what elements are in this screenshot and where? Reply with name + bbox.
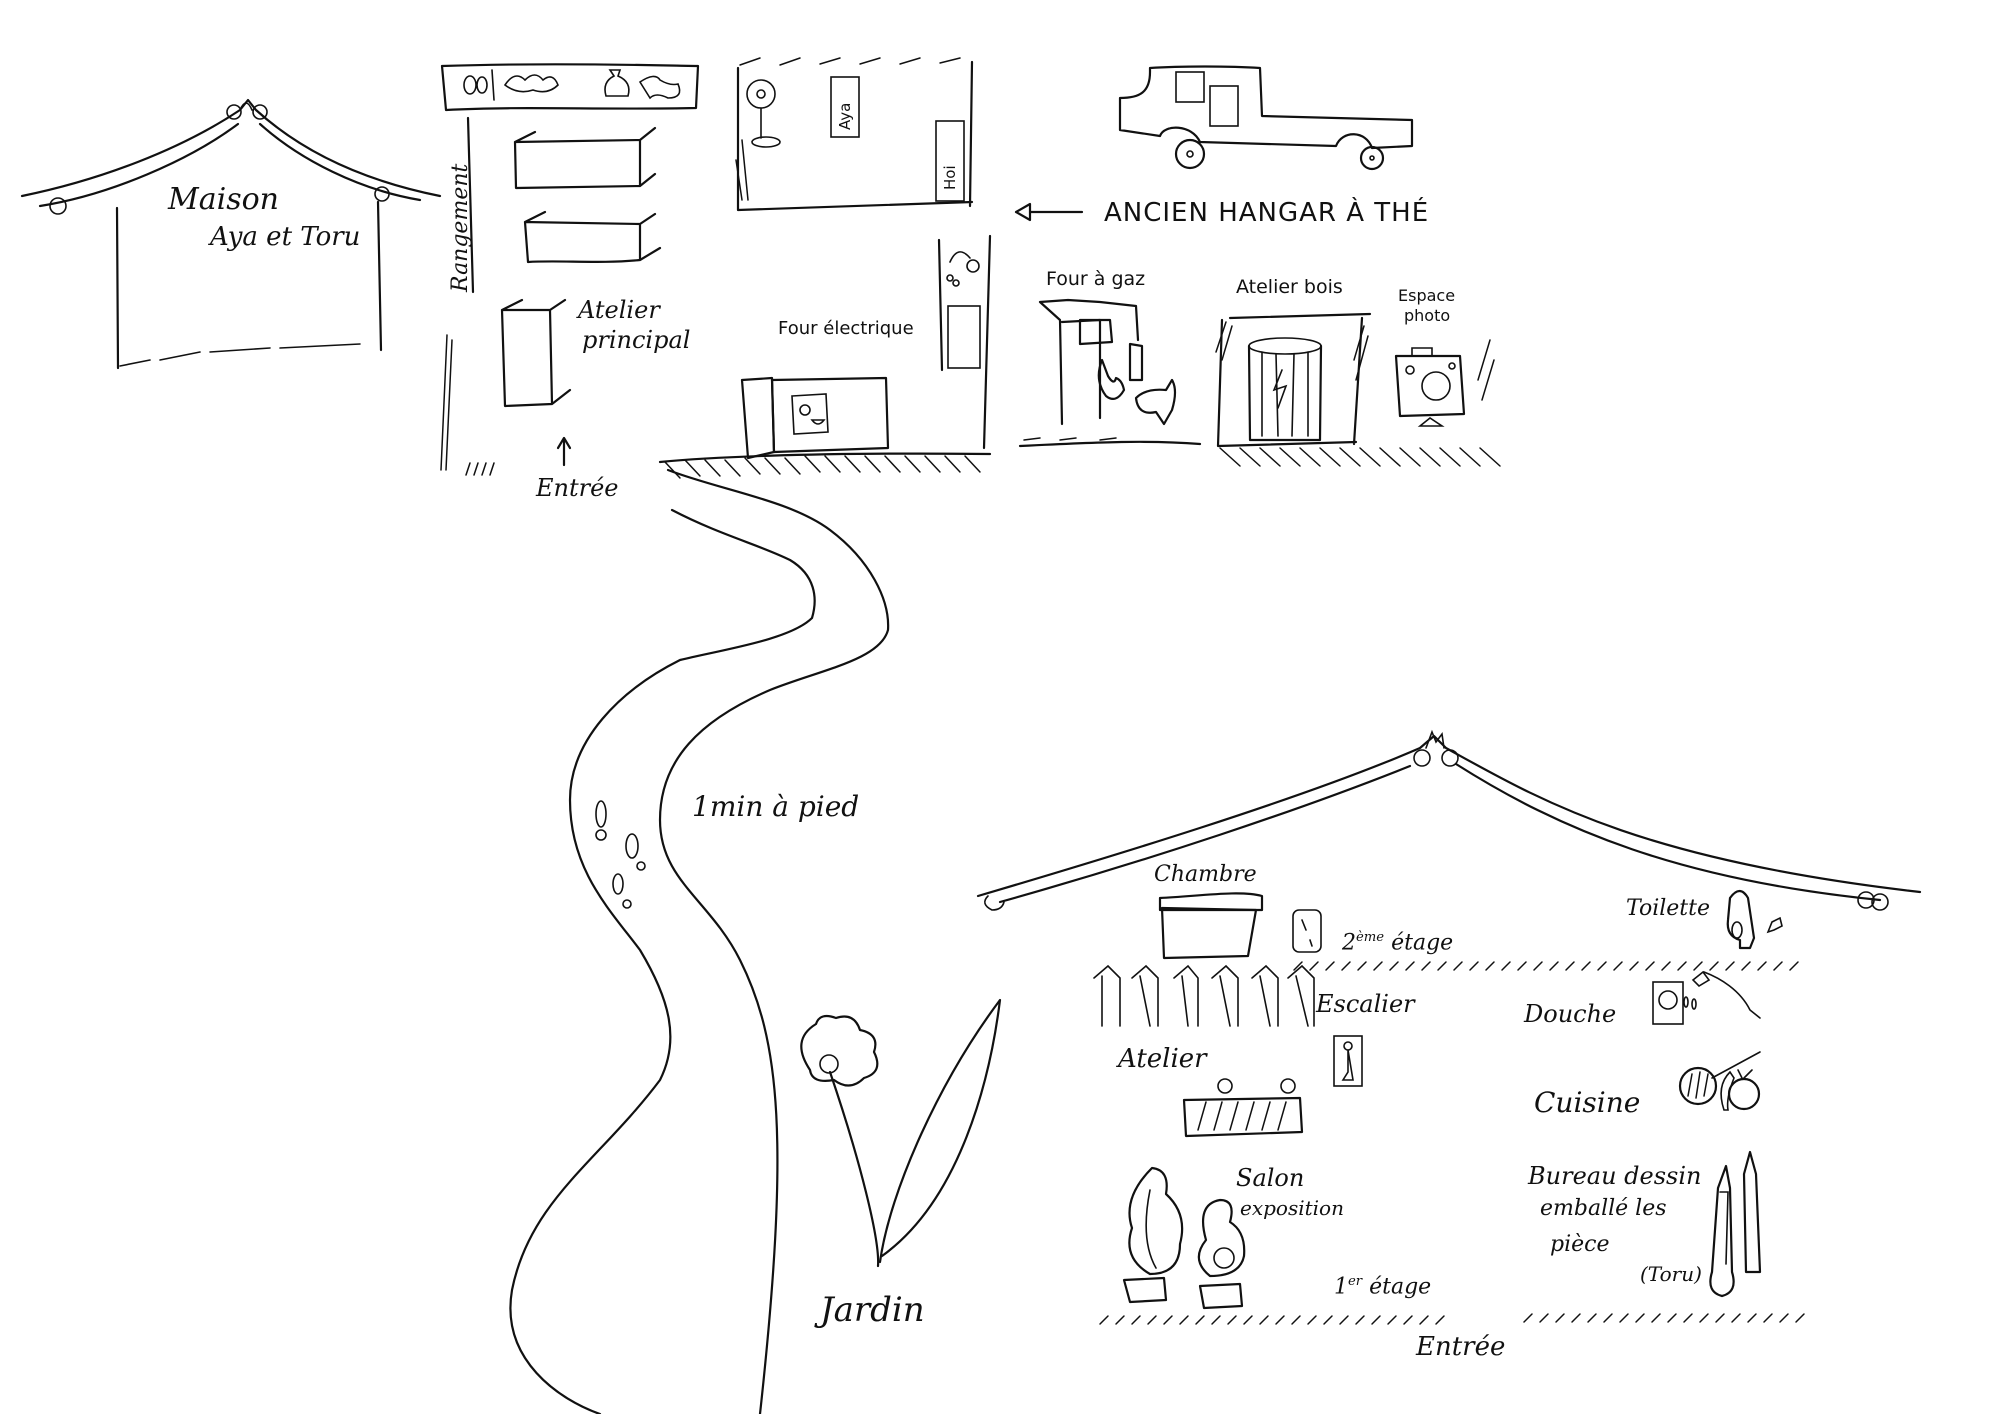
floor2-word: étage <box>1384 930 1454 956</box>
atelier-entrance-label: Entrée <box>536 474 619 502</box>
floor2-suffix: ème <box>1356 930 1385 945</box>
workbench-box <box>500 126 662 408</box>
house-label-line2: Aya et Toru <box>210 222 361 252</box>
locker-aya-label: Aya <box>836 102 854 130</box>
house-wall-right <box>376 200 383 352</box>
clock-icon <box>1292 909 1322 953</box>
floor1-line <box>1099 1313 1805 1325</box>
roof-ornament-icon <box>984 729 1889 911</box>
shower-label: Douche <box>1524 1000 1617 1028</box>
annex-rooms <box>1018 298 1501 467</box>
camera-icon <box>1394 347 1466 427</box>
frying-pan-icon <box>1678 1051 1761 1111</box>
truck-icon <box>1118 65 1414 171</box>
floor2-line <box>1293 961 1799 971</box>
workbench-icon <box>1182 1078 1304 1138</box>
leaf-ornament-icon <box>503 74 559 93</box>
roof-ornament-icon <box>49 102 390 215</box>
roof-bottom-right <box>976 734 1922 898</box>
drawing-office-label-line2: emballé les <box>1540 1196 1667 1221</box>
wall-clock-icon <box>1333 1035 1363 1087</box>
floor2-number: 2 <box>1342 930 1356 956</box>
salon-label-line1: Salon <box>1236 1164 1305 1192</box>
flower-icon <box>800 998 1002 1268</box>
salon-label-line2: exposition <box>1240 1196 1344 1220</box>
floor-hatch-left <box>465 462 495 476</box>
floor2-label: 2ème étage <box>1342 930 1453 955</box>
house-wall-left <box>115 206 120 370</box>
toilet-label: Toilette <box>1626 896 1711 921</box>
workshop-label: Atelier <box>1118 1044 1207 1074</box>
vase-icon <box>604 69 630 97</box>
wood-atelier-label: Atelier bois <box>1236 276 1343 298</box>
gas-kiln-label: Four à gaz <box>1046 268 1146 290</box>
locker-hoi-label: Hoi <box>941 165 959 190</box>
toilet-icon <box>1726 889 1783 950</box>
locker-hoi <box>935 120 965 202</box>
sink-icon <box>946 251 981 369</box>
storage-label: Rangement <box>448 163 473 292</box>
gas-kiln-icon <box>1038 298 1177 426</box>
office-room-walls <box>736 60 974 212</box>
electric-kiln-label: Four électrique <box>778 318 914 339</box>
bed-icon <box>1158 892 1264 960</box>
garden-label: Jardin <box>820 1290 925 1330</box>
drawing-office-label-line3: pièce <box>1550 1232 1610 1257</box>
drawing-office-label-line1: Bureau dessin <box>1528 1162 1702 1190</box>
footprints-icon <box>595 800 646 909</box>
office-hatch <box>735 57 961 201</box>
wood-log-icon <box>1247 337 1323 442</box>
storage-shelf <box>440 63 700 112</box>
stairs-label: Escalier <box>1316 990 1415 1018</box>
fan-icon <box>746 79 781 148</box>
floor-hatch-mid <box>664 455 981 479</box>
kitchen-label: Cuisine <box>1534 1086 1641 1119</box>
house-top-left <box>20 98 442 370</box>
walking-path <box>509 468 890 1414</box>
bedroom-label: Chambre <box>1154 862 1257 887</box>
atelier-main-label-line2: principal <box>582 326 691 354</box>
house-roof-left <box>20 98 442 198</box>
arrow-left-icon <box>1014 202 1084 222</box>
house-bottom-right <box>976 729 1922 1325</box>
stairs-icon <box>1093 964 1315 1027</box>
electric-kiln-icon <box>740 376 890 460</box>
path-edge-left <box>509 508 816 1414</box>
path-edge-right <box>658 468 890 1414</box>
atelier-building <box>440 57 992 479</box>
photo-space-label-line2: photo <box>1404 306 1451 325</box>
photo-space-label-line1: Espace <box>1398 286 1456 305</box>
wall-hatch <box>440 334 453 471</box>
house-label-line1: Maison <box>168 182 279 217</box>
cloth-icon <box>638 75 681 100</box>
locker-aya <box>830 76 860 138</box>
floor1-suffix: er <box>1348 1274 1363 1289</box>
shower-icon <box>1652 970 1761 1025</box>
floor1-number: 1 <box>1334 1274 1348 1300</box>
walk-time-label: 1min à pied <box>692 790 860 823</box>
cutter-and-pencil-icon <box>1709 1150 1762 1298</box>
house-entrance-label: Entrée <box>1416 1332 1506 1362</box>
sculptures-icon <box>1122 1166 1246 1310</box>
hangar-label: ANCIEN HANGAR À THÉ <box>1104 198 1430 228</box>
floor1-label: 1er étage <box>1334 1274 1431 1299</box>
brushes-icon <box>463 75 488 95</box>
atelier-main-label-line1: Atelier <box>578 296 660 324</box>
drawing-office-owner: (Toru) <box>1640 1262 1702 1286</box>
floor1-word: étage <box>1362 1274 1432 1300</box>
